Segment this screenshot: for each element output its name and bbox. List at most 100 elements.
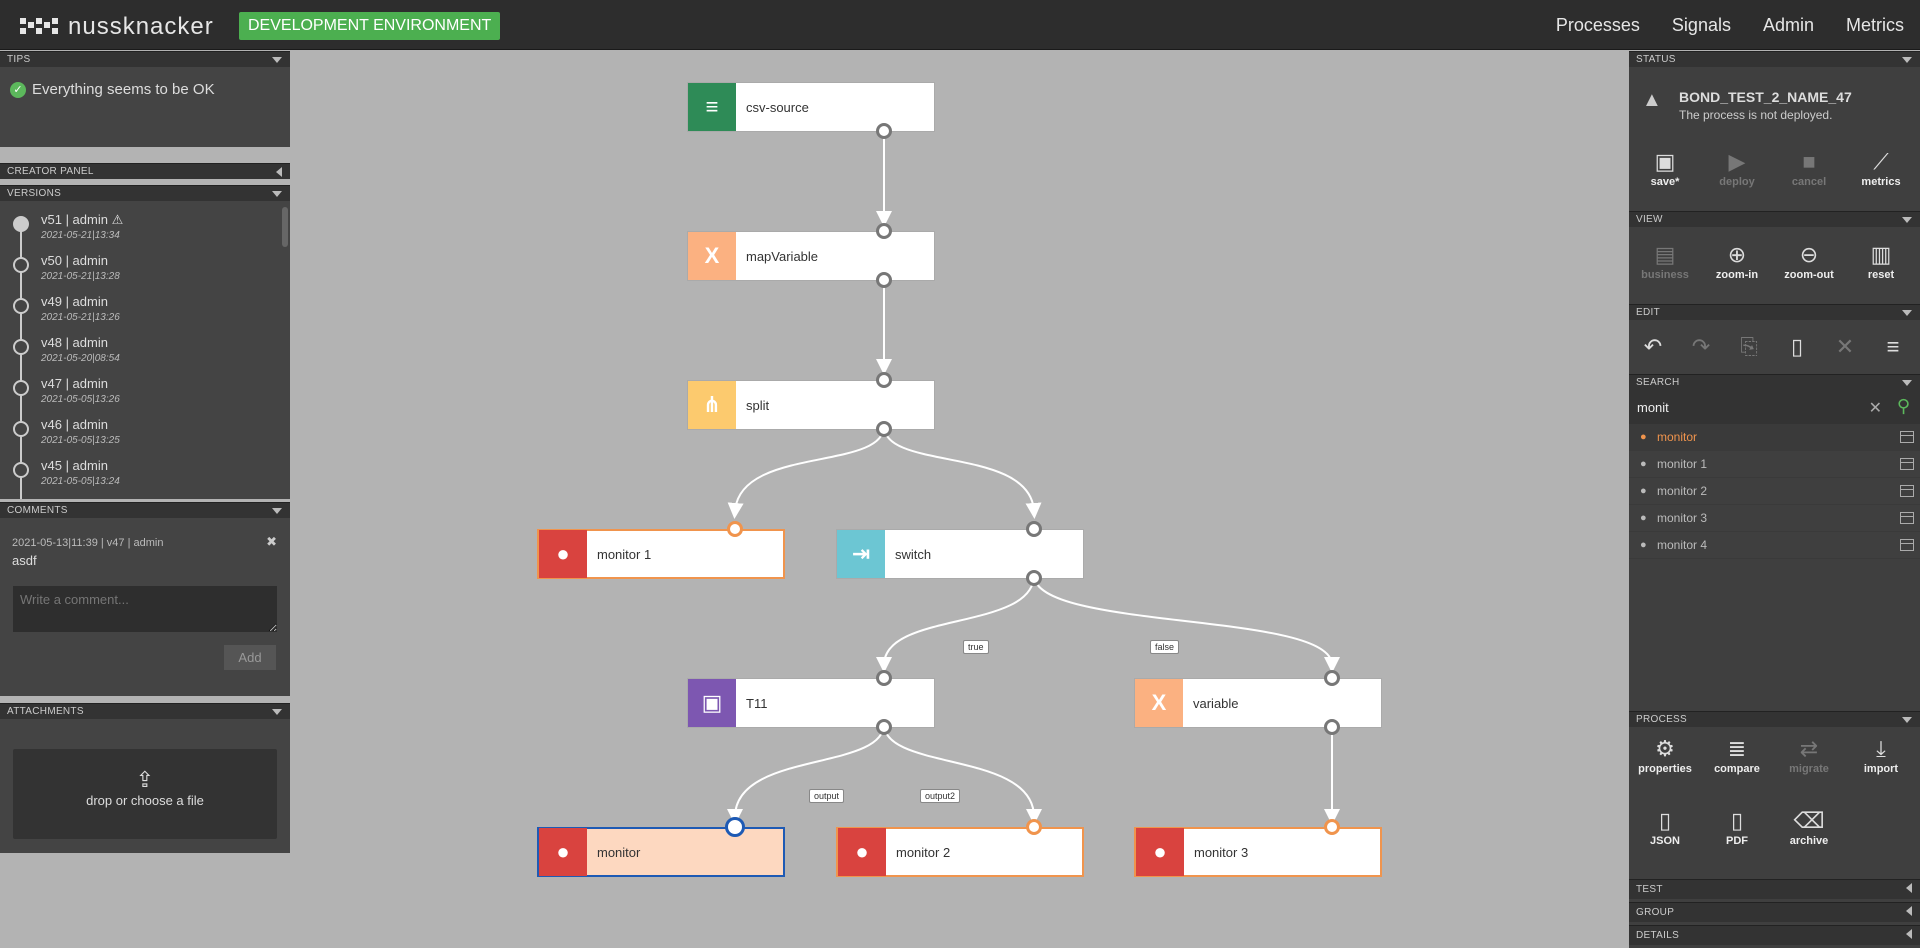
node-details-icon[interactable] — [1900, 539, 1914, 551]
expand-icon[interactable] — [1906, 929, 1912, 939]
node-monitor[interactable]: ● monitor — [537, 827, 785, 877]
details-header[interactable]: DETAILS — [1629, 925, 1920, 945]
zoom-out-button[interactable]: ⊖zoom-out — [1773, 233, 1845, 304]
comment-input[interactable] — [13, 586, 277, 632]
business-view-button[interactable]: ▤business — [1629, 233, 1701, 304]
input-port[interactable] — [1026, 521, 1042, 537]
scrollbar[interactable] — [282, 207, 288, 247]
graph-canvas[interactable]: true false output output2 ≡ csv-source X… — [290, 51, 1629, 948]
input-port[interactable] — [1026, 819, 1042, 835]
collapse-icon[interactable] — [1902, 380, 1912, 386]
pdf-button[interactable]: ▯PDF — [1701, 799, 1773, 871]
creator-panel-header[interactable]: CREATOR PANEL — [0, 163, 290, 179]
reset-button[interactable]: ▥reset — [1845, 233, 1917, 304]
test-header[interactable]: TEST — [1629, 879, 1920, 899]
paste-icon[interactable]: ▯ — [1790, 334, 1804, 359]
collapse-icon[interactable] — [272, 191, 282, 197]
collapse-icon[interactable] — [1902, 717, 1912, 723]
node-csv-source[interactable]: ≡ csv-source — [687, 82, 935, 132]
nav-signals[interactable]: Signals — [1671, 15, 1731, 35]
node-mapvariable[interactable]: X mapVariable — [687, 231, 935, 281]
layout-icon[interactable]: ≡ — [1886, 334, 1900, 359]
redo-icon[interactable]: ↷ — [1691, 334, 1711, 359]
metrics-button[interactable]: ⟋metrics — [1845, 140, 1917, 205]
node-split[interactable]: ⋔ split — [687, 380, 935, 430]
node-details-icon[interactable] — [1900, 512, 1914, 524]
group-header[interactable]: GROUP — [1629, 902, 1920, 922]
version-item[interactable]: v51 | admin ⚠2021-05-21|13:34 — [0, 201, 278, 242]
versions-header[interactable]: VERSIONS — [0, 185, 290, 201]
undo-icon[interactable]: ↶ — [1643, 334, 1663, 359]
input-port[interactable] — [876, 223, 892, 239]
output-port[interactable] — [876, 123, 892, 139]
expand-icon[interactable] — [1906, 906, 1912, 916]
node-monitor-1[interactable]: ● monitor 1 — [537, 529, 785, 579]
delete-comment-icon[interactable]: ✖ — [266, 534, 277, 549]
app-logo[interactable]: nussknacker — [20, 13, 214, 41]
save-button[interactable]: ▣save* — [1629, 140, 1701, 205]
node-details-icon[interactable] — [1900, 485, 1914, 497]
search-result[interactable]: ●monitor 3 — [1629, 505, 1920, 532]
collapse-icon[interactable] — [272, 57, 282, 63]
collapse-icon[interactable] — [1902, 57, 1912, 63]
zoom-in-button[interactable]: ⊕zoom-in — [1701, 233, 1773, 304]
node-t11[interactable]: ▣ T11 — [687, 678, 935, 728]
collapse-icon[interactable] — [272, 508, 282, 514]
output-port[interactable] — [1324, 719, 1340, 735]
add-comment-button[interactable]: Add — [224, 645, 276, 670]
json-button[interactable]: ▯JSON — [1629, 799, 1701, 871]
output-port[interactable] — [1026, 570, 1042, 586]
import-button[interactable]: ⤓import — [1845, 727, 1917, 799]
node-variable[interactable]: X variable — [1134, 678, 1382, 728]
search-result[interactable]: ●monitor — [1629, 424, 1920, 451]
output-port[interactable] — [876, 421, 892, 437]
node-details-icon[interactable] — [1900, 458, 1914, 470]
collapse-icon[interactable] — [272, 709, 282, 715]
search-result[interactable]: ●monitor 2 — [1629, 478, 1920, 505]
collapse-icon[interactable] — [1902, 310, 1912, 316]
migrate-button[interactable]: ⇄migrate — [1773, 727, 1845, 799]
output-port[interactable] — [876, 272, 892, 288]
nav-processes[interactable]: Processes — [1555, 15, 1640, 35]
output-port[interactable] — [876, 719, 892, 735]
input-port[interactable] — [1324, 670, 1340, 686]
node-monitor-2[interactable]: ● monitor 2 — [836, 827, 1084, 877]
nav-metrics[interactable]: Metrics — [1846, 15, 1904, 35]
input-port[interactable] — [876, 670, 892, 686]
input-port[interactable] — [876, 372, 892, 388]
view-header[interactable]: VIEW — [1629, 211, 1920, 227]
node-switch[interactable]: ⇥ switch — [836, 529, 1084, 579]
edit-header[interactable]: EDIT — [1629, 304, 1920, 320]
file-dropzone[interactable]: ⇪ drop or choose a file — [13, 749, 277, 839]
node-details-icon[interactable] — [1900, 431, 1914, 443]
search-header[interactable]: SEARCH — [1629, 374, 1920, 390]
search-input[interactable] — [1629, 390, 1859, 424]
input-port[interactable] — [725, 817, 745, 837]
expand-icon[interactable] — [1906, 883, 1912, 893]
status-header[interactable]: STATUS — [1629, 51, 1920, 67]
comments-header[interactable]: COMMENTS — [0, 502, 290, 518]
nav-admin[interactable]: Admin — [1762, 15, 1814, 35]
search-icon[interactable]: ⚲ — [1896, 396, 1910, 416]
collapse-icon[interactable] — [1902, 217, 1912, 223]
compare-button[interactable]: ≣compare — [1701, 727, 1773, 799]
process-header[interactable]: PROCESS — [1629, 711, 1920, 727]
node-monitor-3[interactable]: ● monitor 3 — [1134, 827, 1382, 877]
search-result[interactable]: ●monitor 4 — [1629, 532, 1920, 559]
copy-icon[interactable]: ⎘ — [1740, 334, 1758, 359]
expand-icon[interactable] — [276, 167, 282, 177]
attachments-header[interactable]: ATTACHMENTS — [0, 703, 290, 719]
cancel-button[interactable]: ■cancel — [1773, 140, 1845, 205]
properties-button[interactable]: ⚙properties — [1629, 727, 1701, 799]
tips-header[interactable]: TIPS — [0, 51, 290, 67]
deploy-button[interactable]: ▶deploy — [1701, 140, 1773, 205]
search-result[interactable]: ●monitor 1 — [1629, 451, 1920, 478]
clear-icon[interactable]: ✕ — [1868, 400, 1882, 417]
input-port[interactable] — [727, 521, 743, 537]
